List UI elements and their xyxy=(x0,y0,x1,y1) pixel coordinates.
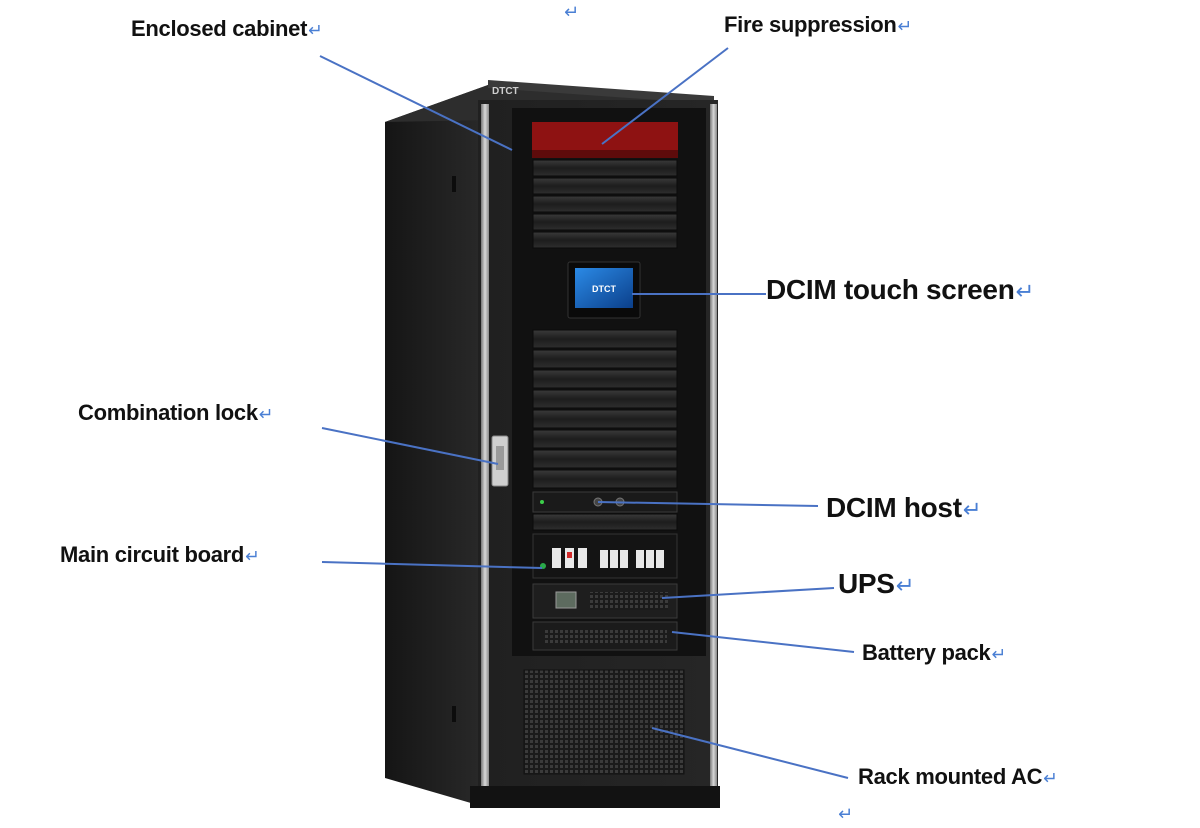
breaker-handle xyxy=(567,552,572,558)
left-door-rail xyxy=(481,104,489,802)
server-unit xyxy=(532,329,678,349)
leader-enclosed-cabinet xyxy=(319,55,513,151)
label-text: Enclosed cabinet xyxy=(131,16,308,41)
server-unit xyxy=(532,409,678,429)
breaker xyxy=(610,550,618,568)
server-unit xyxy=(532,449,678,469)
ups-unit xyxy=(532,583,678,619)
side-vent xyxy=(452,176,456,192)
breaker xyxy=(656,550,664,568)
breaker xyxy=(636,550,644,568)
return-mark: ↵ xyxy=(1015,279,1035,304)
touch-screen-display[interactable] xyxy=(575,268,633,308)
label-enclosed-cabinet: Enclosed cabinet↵ xyxy=(131,16,323,42)
label-combination-lock: Combination lock↵ xyxy=(78,400,274,426)
server-unit xyxy=(532,429,678,449)
combination-lock-dial xyxy=(496,446,504,470)
ups-display xyxy=(555,591,577,609)
return-mark: ↵ xyxy=(897,16,912,36)
label-fire-suppression: Fire suppression↵ xyxy=(724,12,912,38)
label-text: Rack mounted AC xyxy=(858,764,1043,789)
breaker xyxy=(646,550,654,568)
server-unit xyxy=(532,369,678,389)
right-door-rail xyxy=(710,104,717,802)
breaker xyxy=(600,550,608,568)
brand-logo: DTCT xyxy=(492,86,519,97)
cabinet-base xyxy=(470,786,720,808)
server-unit xyxy=(532,469,678,489)
return-mark: ↵ xyxy=(1043,768,1058,788)
leader-main-circuit-board xyxy=(321,561,543,569)
cabinet-side-panel xyxy=(385,85,488,808)
fire-suppression-shade xyxy=(532,150,678,158)
cabinet-top-edge xyxy=(488,80,714,104)
ups-grille xyxy=(590,592,668,610)
server-unit xyxy=(532,389,678,409)
breaker xyxy=(620,550,628,568)
breaker xyxy=(552,548,561,568)
leader-dcim-host xyxy=(597,501,819,507)
rack-ac-grille xyxy=(523,669,685,775)
leader-fire-suppression xyxy=(601,47,729,145)
leader-lines xyxy=(319,47,855,779)
return-mark: ↵ xyxy=(895,573,915,598)
server-unit xyxy=(532,213,678,231)
dcim-host-led xyxy=(540,500,544,504)
label-text: UPS xyxy=(838,568,895,599)
main-circuit-board-panel xyxy=(532,533,678,579)
label-text: Main circuit board xyxy=(60,542,245,567)
leader-battery-pack xyxy=(671,631,855,653)
server-unit xyxy=(532,177,678,195)
upper-server-stack xyxy=(532,159,678,249)
battery-pack-unit xyxy=(532,621,678,651)
dcim-host-blank xyxy=(532,513,678,531)
leader-rack-mounted-ac xyxy=(651,727,849,779)
label-text: DCIM host xyxy=(826,492,962,523)
server-unit xyxy=(532,231,678,249)
label-text: DCIM touch screen xyxy=(766,274,1015,305)
leader-ups xyxy=(661,587,835,599)
label-dcim-host: DCIM host↵ xyxy=(826,492,982,524)
stray-return-mark: ↵ xyxy=(564,2,580,23)
server-unit xyxy=(532,195,678,213)
server-unit xyxy=(532,159,678,177)
return-mark: ↵ xyxy=(991,644,1006,664)
leader-combination-lock xyxy=(321,427,499,465)
label-text: Combination lock xyxy=(78,400,258,425)
server-unit xyxy=(532,349,678,369)
touch-screen-logo: DTCT xyxy=(592,284,616,294)
label-battery-pack: Battery pack↵ xyxy=(862,640,1006,666)
return-mark: ↵ xyxy=(962,497,982,522)
label-text: Fire suppression xyxy=(724,12,897,37)
breaker xyxy=(578,548,587,568)
stray-return-mark: ↵ xyxy=(838,804,854,825)
label-text: Battery pack xyxy=(862,640,991,665)
label-main-circuit-board: Main circuit board↵ xyxy=(60,542,260,568)
return-mark: ↵ xyxy=(245,546,260,566)
lower-server-stack xyxy=(532,329,678,489)
side-vent xyxy=(452,706,456,722)
label-rack-mounted-ac: Rack mounted AC↵ xyxy=(858,764,1058,790)
return-mark: ↵ xyxy=(258,404,274,424)
battery-grille xyxy=(543,628,667,644)
label-ups: UPS↵ xyxy=(838,568,914,600)
label-dcim-touch-screen: DCIM touch screen↵ xyxy=(766,274,1034,306)
return-mark: ↵ xyxy=(308,20,323,40)
